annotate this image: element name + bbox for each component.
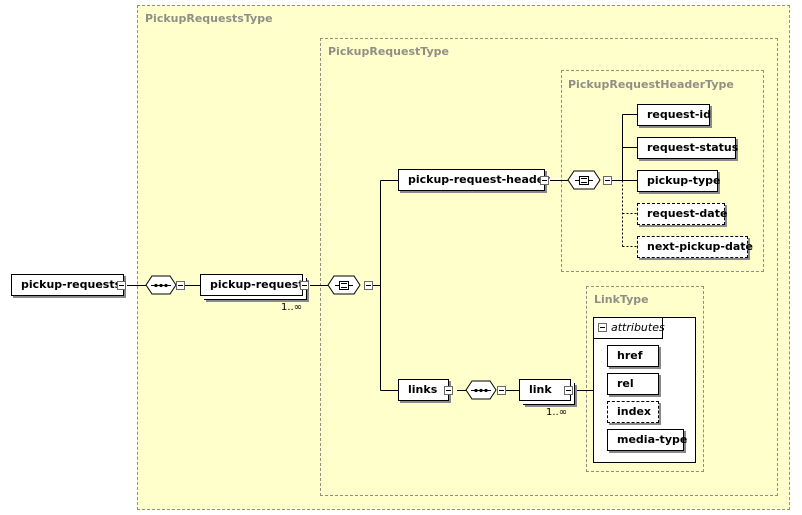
all-compositor-icon xyxy=(327,275,373,295)
attributes-label: attributes xyxy=(611,321,665,334)
request-status-element[interactable]: request-status xyxy=(637,137,738,159)
all-compositor-icon xyxy=(567,170,612,190)
pickup-request-element[interactable]: pickup-request xyxy=(200,274,304,296)
pickup-request-type-title: PickupRequestType xyxy=(328,45,449,58)
pickup-request-multiplicity: 1..∞ xyxy=(281,302,303,313)
pickup-requests-element[interactable]: pickup-requests xyxy=(11,274,124,296)
links-element[interactable]: links xyxy=(398,379,449,401)
sequence-compositor-icon xyxy=(145,275,185,295)
pickup-request-header-type-title: PickupRequestHeaderType xyxy=(568,78,734,91)
index-attribute[interactable]: index xyxy=(607,401,659,423)
link-multiplicity: 1..∞ xyxy=(546,407,568,418)
collapse-icon[interactable] xyxy=(117,281,126,290)
sequence-compositor-icon xyxy=(465,380,506,400)
pickup-type-element[interactable]: pickup-type xyxy=(637,170,721,192)
href-attribute[interactable]: href xyxy=(607,345,659,367)
link-type-title: LinkType xyxy=(594,293,649,306)
collapse-icon[interactable] xyxy=(598,323,607,332)
pickup-requests-type-title: PickupRequestsType xyxy=(145,12,273,25)
attributes-tab xyxy=(593,317,663,339)
link-element[interactable]: link xyxy=(519,379,571,401)
next-pickup-date-element[interactable]: next-pickup-date xyxy=(637,236,753,258)
collapse-icon[interactable] xyxy=(540,176,549,185)
pickup-request-header-element[interactable]: pickup-request-header xyxy=(398,169,550,191)
rel-attribute[interactable]: rel xyxy=(607,373,659,395)
collapse-icon[interactable] xyxy=(564,386,573,395)
media-type-attribute[interactable]: media-type xyxy=(607,429,687,451)
collapse-icon[interactable] xyxy=(444,386,453,395)
request-date-element[interactable]: request-date xyxy=(637,203,727,225)
collapse-icon[interactable] xyxy=(300,281,309,290)
request-id-element[interactable]: request-id xyxy=(637,104,711,126)
